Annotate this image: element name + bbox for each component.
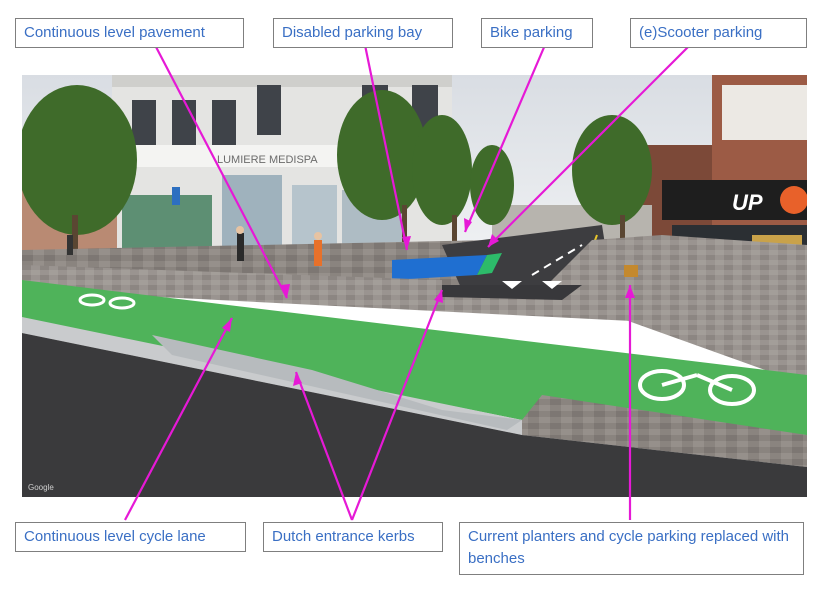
watermark: Google: [28, 483, 54, 492]
street-scene-photo: LUMIERE MEDISPA UP: [22, 75, 807, 497]
disabled-bay: [392, 255, 487, 280]
label-escooter-parking: (e)Scooter parking: [630, 18, 807, 48]
label-disabled-parking-bay: Disabled parking bay: [273, 18, 453, 48]
bench: [624, 265, 638, 277]
right-pavement: [542, 235, 807, 385]
label-continuous-level-pavement: Continuous level pavement: [15, 18, 244, 48]
junction-road: [442, 285, 582, 300]
shop-sign-left: LUMIERE MEDISPA: [217, 154, 318, 166]
cycle-symbol-right: [638, 369, 756, 406]
label-continuous-level-cycle-lane: Continuous level cycle lane: [15, 522, 246, 552]
shop-sign-right: UP: [732, 190, 763, 215]
label-bike-parking: Bike parking: [481, 18, 593, 48]
label-planters-benches: Current planters and cycle parking repla…: [459, 522, 804, 575]
cycle-symbol-left: [78, 293, 136, 310]
label-dutch-entrance-kerbs: Dutch entrance kerbs: [263, 522, 443, 552]
